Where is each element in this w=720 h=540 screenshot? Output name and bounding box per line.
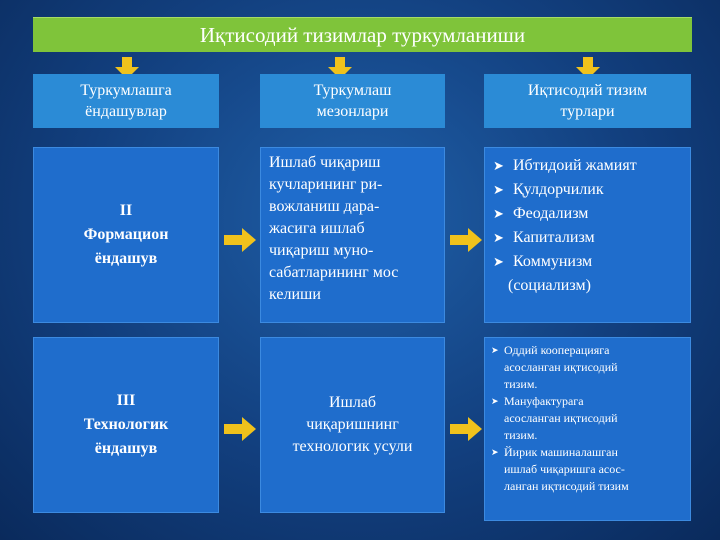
right-arrow-icon xyxy=(224,228,256,252)
criterion-line: технологик усули xyxy=(292,438,413,455)
technological-types-list: ➤ Оддий кооперацияга асосланган иқтисоди… xyxy=(484,337,691,521)
arrowhead-bullet-icon: ➤ xyxy=(493,158,504,173)
header-criteria-line1: Туркумлаш xyxy=(313,82,392,99)
criterion-line: вожланиш дара- xyxy=(269,198,380,215)
arrowhead-bullet-icon: ➤ xyxy=(493,230,504,245)
list-item-continuation: тизим. xyxy=(504,428,538,442)
down-arrow-icon xyxy=(328,57,352,79)
criterion-line: кучларининг ри- xyxy=(269,176,383,193)
criterion-line: чиқариш муно- xyxy=(269,242,374,259)
criterion-line: чиқаришнинг xyxy=(306,416,399,433)
right-arrow-icon xyxy=(450,228,482,252)
list-item: ➤ Қулдорчилик xyxy=(493,178,686,202)
list-item-continuation: ланган иқтисодий тизим xyxy=(504,479,629,493)
header-criteria: Туркумлаш мезонлари xyxy=(260,74,445,128)
arrowhead-bullet-icon: ➤ xyxy=(493,206,504,221)
approach-word: ёндашув xyxy=(94,250,158,267)
list-item: ➤ Мануфактурага xyxy=(491,394,584,408)
list-item-continuation: асосланган иқтисодий xyxy=(504,411,618,425)
header-system-types: Иқтисодий тизим турлари xyxy=(484,74,691,128)
criterion-line: келиши xyxy=(269,286,321,303)
header-types-line2: турлари xyxy=(560,103,615,120)
list-item-continuation: (социализм) xyxy=(508,277,591,294)
diagram-title: Иқтисодий тизимлар туркумланиши xyxy=(33,17,692,52)
technological-criterion-box: Ишлаб чиқаришнинг технологик усули xyxy=(260,337,445,513)
approach-word: ёндашув xyxy=(94,440,158,457)
arrowhead-bullet-icon: ➤ xyxy=(493,182,504,197)
list-item-continuation: тизим. xyxy=(504,377,538,391)
header-approaches-line2: ёндашувлар xyxy=(85,103,167,120)
list-item: ➤ Ибтидоий жамият xyxy=(493,154,686,178)
list-item: ➤ Феодализм xyxy=(493,202,686,226)
criterion-line: Ишлаб xyxy=(328,394,377,411)
arrowhead-bullet-icon: ➤ xyxy=(491,396,499,406)
technological-approach-box: III Технологик ёндашув xyxy=(33,337,219,513)
down-arrow-icon xyxy=(115,57,139,79)
right-arrow-icon xyxy=(224,417,256,441)
list-item-continuation: асосланган иқтисодий xyxy=(504,360,618,374)
criterion-line: сабатларининг мос xyxy=(269,264,399,281)
formation-types-list: ➤ Ибтидоий жамият ➤ Қулдорчилик ➤ Феодал… xyxy=(484,147,691,323)
arrowhead-bullet-icon: ➤ xyxy=(491,447,499,457)
approach-number: II xyxy=(119,202,133,219)
right-arrow-icon xyxy=(450,417,482,441)
list-item: ➤ Капитализм xyxy=(493,226,686,250)
header-approaches-line1: Туркумлашга xyxy=(80,82,172,99)
down-arrow-icon xyxy=(576,57,600,79)
header-types-line1: Иқтисодий тизим xyxy=(527,82,648,99)
header-approaches: Туркумлашга ёндашувлар xyxy=(33,74,219,128)
approach-number: III xyxy=(116,392,136,409)
header-criteria-line2: мезонлари xyxy=(316,103,389,120)
list-item-continuation: ишлаб чиқаришга асос- xyxy=(504,462,625,476)
arrowhead-bullet-icon: ➤ xyxy=(493,254,504,269)
approach-name: Технологик xyxy=(83,416,169,433)
list-item: ➤ Оддий кооперацияга xyxy=(491,343,610,357)
criterion-line: жасига ишлаб xyxy=(269,220,365,237)
formation-criterion-box: Ишлаб чиқариш кучларининг ри- вожланиш д… xyxy=(260,147,445,323)
arrowhead-bullet-icon: ➤ xyxy=(491,345,499,355)
list-item: ➤ Коммунизм xyxy=(493,250,686,274)
formation-approach-box: II Формацион ёндашув xyxy=(33,147,219,323)
list-item: ➤ Йирик машиналашган xyxy=(491,445,618,459)
criterion-line: Ишлаб чиқариш xyxy=(269,154,381,171)
approach-name: Формацион xyxy=(83,226,169,243)
